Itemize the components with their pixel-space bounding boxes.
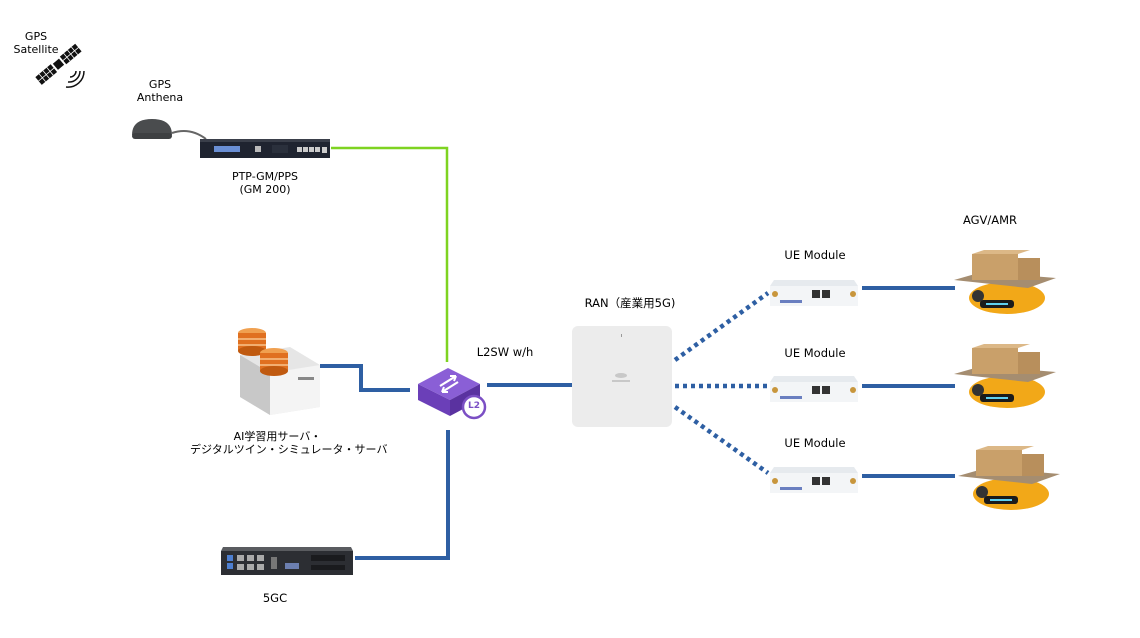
- l2-badge: L2: [468, 401, 480, 411]
- gps-satellite-label-line2: Satellite: [13, 43, 59, 56]
- gps-antenna-label-line1: GPS: [148, 78, 172, 91]
- gps-satellite-label-line1: GPS: [24, 30, 48, 43]
- ptp-gm-label-line2: (GM 200): [239, 183, 291, 196]
- ue-module-label-2: UE Module: [784, 346, 846, 360]
- ran-led: [621, 334, 622, 337]
- ai-server-label: AI学習用サーバ・ デジタルツイン・シミュレータ・サーバ: [190, 430, 388, 456]
- l2-switch-icon: [418, 368, 487, 420]
- rack-appliance-icon: [200, 139, 330, 158]
- link-ptp-to-l2sw: [331, 146, 449, 362]
- ue-router-icon: [770, 280, 858, 306]
- gps-antenna-icon: [132, 119, 207, 140]
- ptp-gm-label-line1: PTP-GM/PPS: [231, 170, 299, 183]
- link-5gc-to-l2sw: [355, 430, 450, 560]
- ue-module-label-3: UE Module: [784, 436, 846, 450]
- gps-antenna-label: GPS Anthena: [128, 78, 192, 104]
- ai-server-label-line1: AI学習用サーバ・: [233, 430, 322, 443]
- ue-module-label-1: UE Module: [784, 248, 846, 262]
- database-server-icon: [238, 328, 320, 415]
- access-point-icon: [572, 326, 672, 427]
- satellite-icon: [35, 43, 85, 88]
- wireless-link-ue3: [673, 405, 770, 475]
- agv-robot-icon: [954, 344, 1056, 408]
- 5gc-label: 5GC: [262, 591, 288, 605]
- agv-robot-icon: [958, 446, 1060, 510]
- ran-logo-text: [612, 380, 630, 382]
- link-server-to-l2sw: [320, 364, 410, 392]
- gps-satellite-label: GPS Satellite: [8, 30, 64, 56]
- agv-label: AGV/AMR: [962, 213, 1018, 227]
- ai-server-label-line2: デジタルツイン・シミュレータ・サーバ: [190, 443, 388, 456]
- ran-logo: [615, 373, 627, 378]
- gps-antenna-label-line2: Anthena: [136, 91, 184, 104]
- wireless-link-ue1: [673, 291, 770, 362]
- ue-router-icon: [770, 376, 858, 402]
- agv-robot-icon: [954, 250, 1056, 314]
- server-chassis-icon: [221, 547, 353, 575]
- ue-router-icon: [770, 467, 858, 493]
- ran-label: RAN（産業用5G): [584, 296, 676, 310]
- ptp-gm-label: PTP-GM/PPS (GM 200): [215, 170, 315, 196]
- l2sw-label: L2SW w/h: [476, 345, 534, 359]
